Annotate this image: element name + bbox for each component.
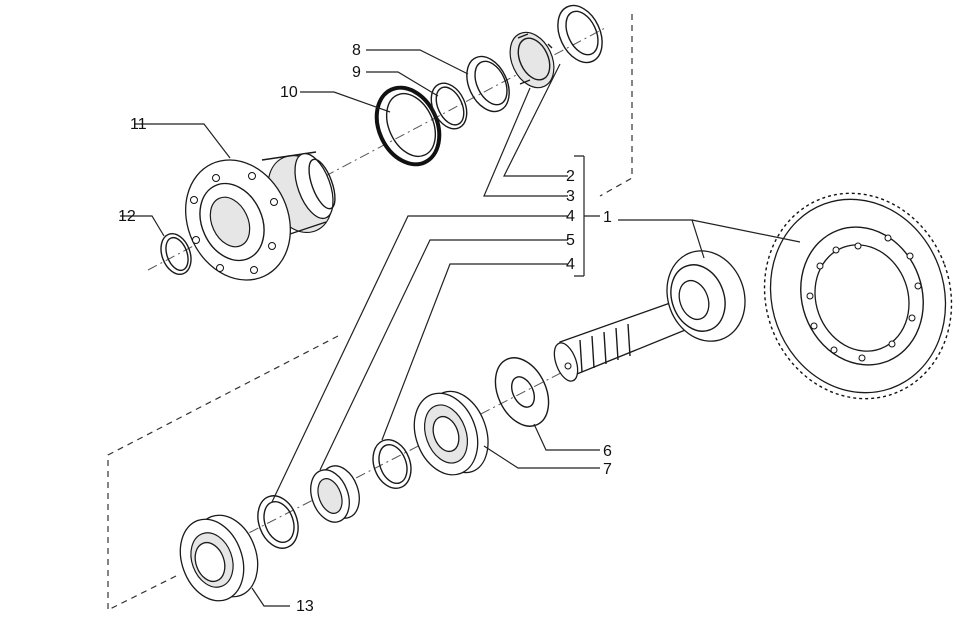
lower-centerline (195, 357, 591, 561)
pinion-shaft-part-1 (553, 250, 746, 382)
flange-hub-part-11 (185, 151, 336, 281)
callout-13: 13 (296, 598, 314, 615)
callout-4-b: 4 (566, 256, 575, 273)
callout-11: 11 (130, 116, 147, 133)
snap-ring-part-12 (160, 232, 192, 276)
castle-nut (509, 31, 555, 89)
spacer-ring-part-8 (466, 55, 510, 113)
callout-labels: 8 9 10 11 12 2 3 4 5 4 1 6 7 13 (118, 42, 612, 615)
callout-7: 7 (603, 461, 612, 478)
callout-10: 10 (280, 84, 298, 101)
bearing-cup-part-13 (179, 514, 259, 602)
callout-5: 5 (566, 232, 575, 249)
callout-4-a: 4 (566, 208, 575, 225)
leader-lines (120, 49, 801, 607)
ring-gear (763, 192, 953, 400)
callout-12: 12 (118, 208, 136, 225)
bearing-part-7 (413, 390, 489, 476)
shim-ring-part-9 (430, 82, 468, 130)
ring-part-4-lower (372, 439, 412, 489)
ring-part-4-upper (257, 495, 299, 549)
callout-1: 1 (603, 209, 612, 226)
callout-3: 3 (566, 188, 575, 205)
callout-6: 6 (603, 443, 612, 460)
callout-2: 2 (566, 168, 575, 185)
spacer-part-5 (310, 465, 360, 523)
callout-9: 9 (352, 64, 361, 81)
assembly-boundary-lines (107, 14, 633, 611)
callout-8: 8 (352, 42, 361, 59)
top-washer (557, 4, 603, 64)
washer-part-6 (494, 357, 550, 427)
